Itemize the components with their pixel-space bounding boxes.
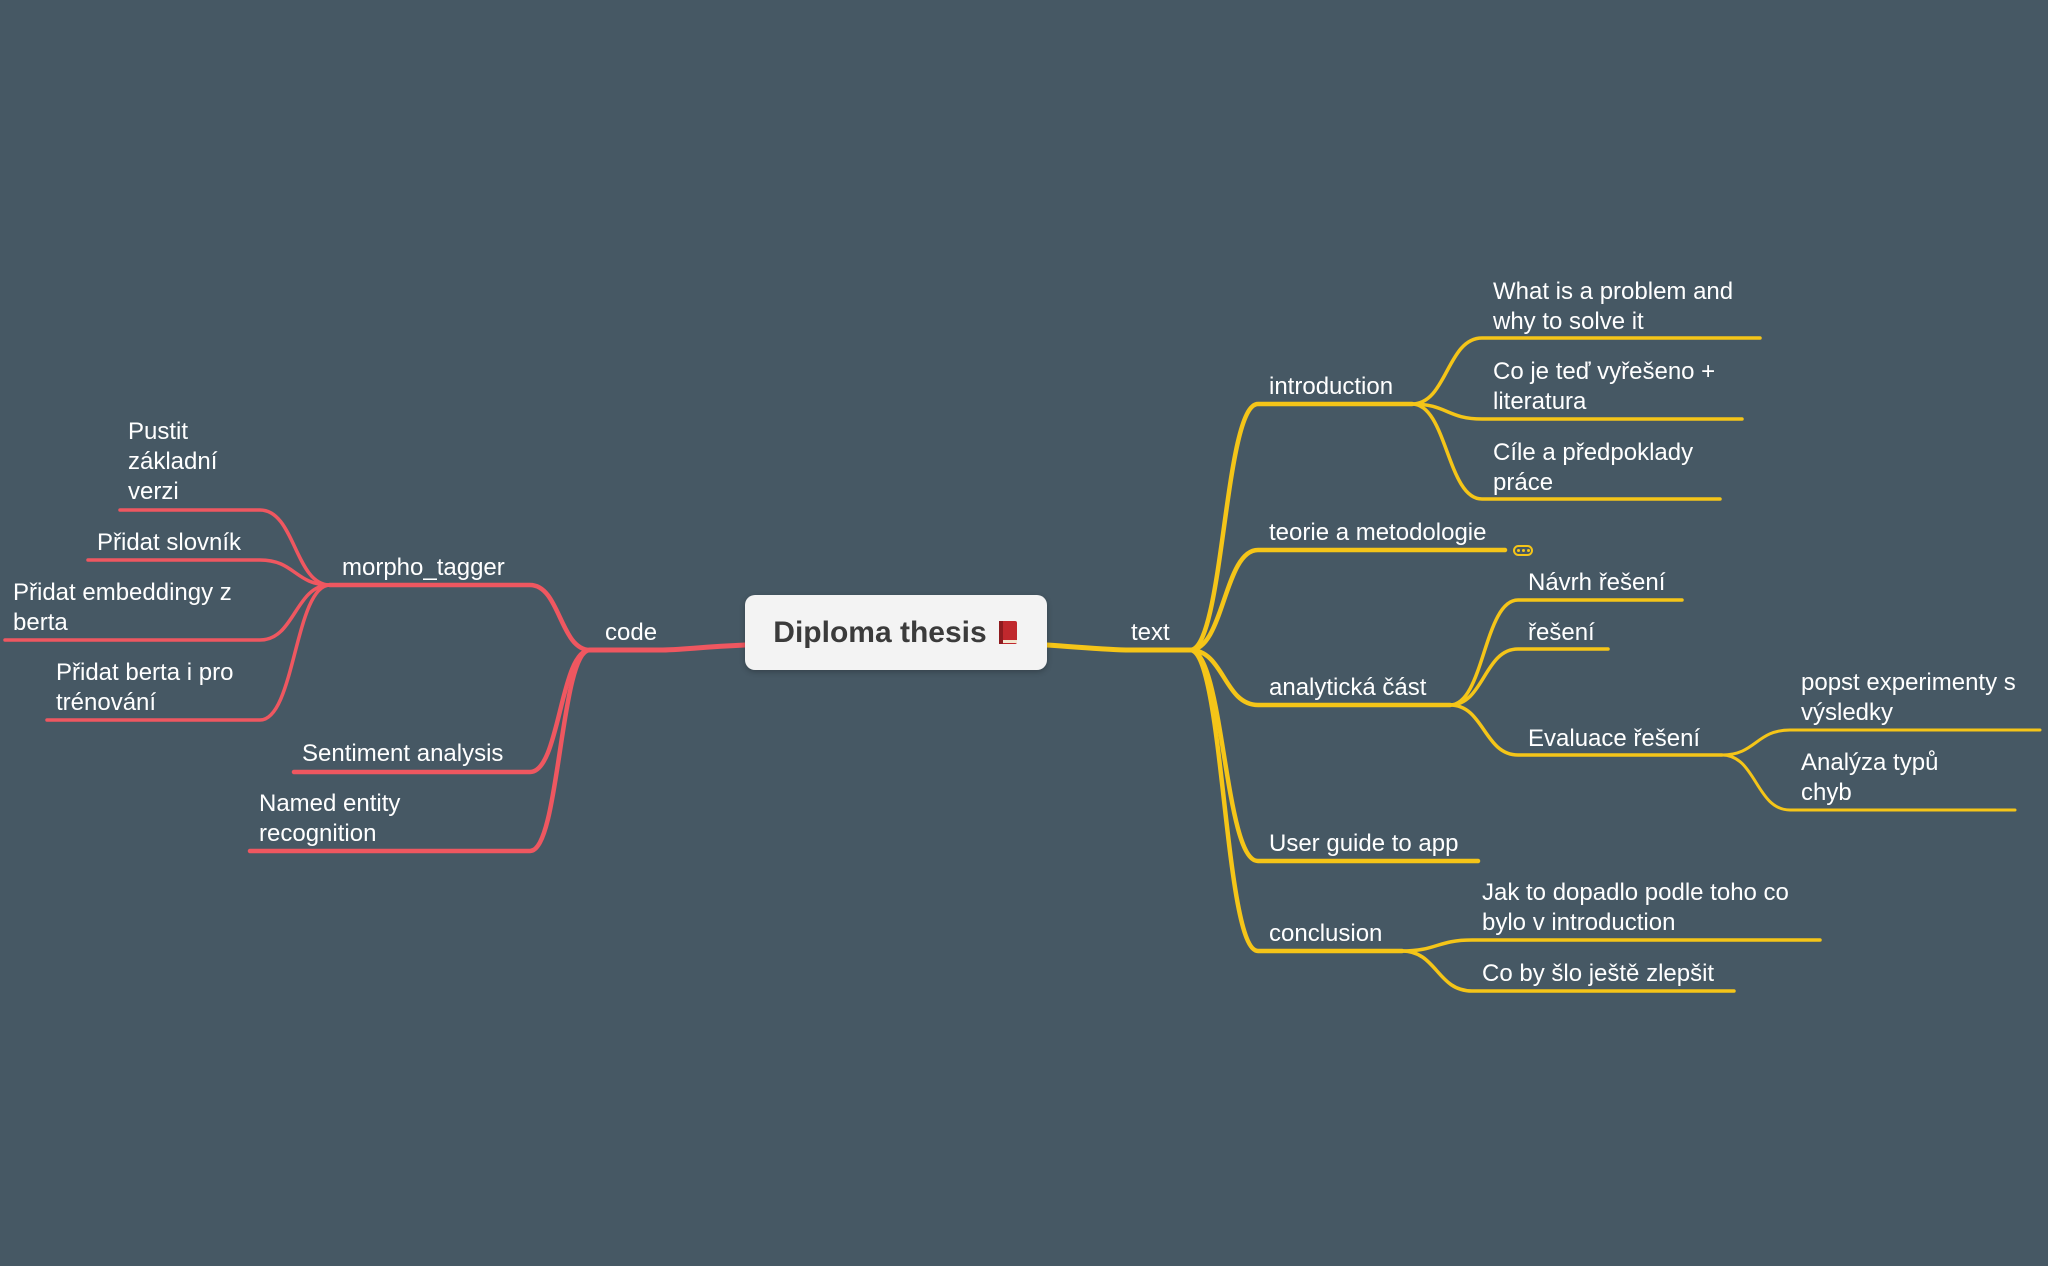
topic-teorie-a-metodologie[interactable]: teorie a metodologie bbox=[1269, 519, 1487, 546]
topic-co-by-slo-zlepsit[interactable]: Co by šlo ještě zlepšit bbox=[1482, 960, 1715, 987]
connector-text-introduction bbox=[1187, 401, 1415, 653]
root-topic[interactable]: Diploma thesis bbox=[745, 595, 1047, 670]
connector-concl-jak bbox=[1400, 938, 1822, 953]
connector-text-conclusion bbox=[1187, 647, 1405, 954]
topic-text[interactable]: text bbox=[1131, 619, 1170, 646]
topic-introduction[interactable]: introduction bbox=[1269, 373, 1394, 400]
closed-book-icon bbox=[997, 620, 1019, 646]
connector-morpho-pustit bbox=[118, 508, 332, 587]
connector-code-morpho bbox=[327, 582, 593, 653]
connector-morpho-embeddingy bbox=[3, 583, 332, 642]
topic-conclusion[interactable]: conclusion bbox=[1269, 920, 1383, 947]
connector-intro-problem bbox=[1410, 336, 1762, 406]
collapsed-children-indicator[interactable] bbox=[1513, 545, 1533, 556]
topic-navrh-reseni[interactable]: Návrh řešení bbox=[1528, 569, 1666, 596]
connector-analyt-evaluace bbox=[1448, 703, 1724, 757]
topic-co-je-ted-vyreseno[interactable]: Co je teď vyřešeno +literatura bbox=[1493, 358, 1716, 415]
connector-eval-analyza bbox=[1720, 753, 2017, 812]
connector-code-ner bbox=[247, 647, 593, 854]
connector-morpho-berta bbox=[45, 583, 332, 722]
root-title: Diploma thesis bbox=[773, 615, 987, 649]
connector-analyt-reseni bbox=[1448, 647, 1610, 707]
connector-intro-cile bbox=[1410, 402, 1722, 501]
topic-morpho-tagger[interactable]: morpho_tagger bbox=[342, 554, 505, 581]
topic-code[interactable]: code bbox=[605, 619, 658, 646]
connector-root-code bbox=[587, 642, 748, 653]
topic-analyticka-cast[interactable]: analytická část bbox=[1269, 674, 1427, 701]
connector-text-analyticka bbox=[1187, 647, 1453, 708]
connector-text-teorie bbox=[1187, 547, 1508, 653]
connector-root-text bbox=[1044, 642, 1193, 653]
connector-morpho-slovnik bbox=[86, 558, 332, 587]
connector-concl-zlepsit bbox=[1400, 949, 1736, 993]
topic-evaluace-reseni[interactable]: Evaluace řešení bbox=[1528, 725, 1701, 752]
topic-reseni[interactable]: řešení bbox=[1528, 619, 1595, 646]
connector-eval-popst bbox=[1720, 728, 2042, 757]
topic-sentiment-analysis[interactable]: Sentiment analysis bbox=[302, 740, 504, 767]
connector-analyt-navrh bbox=[1448, 598, 1684, 707]
connector-intro-vyreseno bbox=[1410, 402, 1744, 421]
topic-pridat-slovnik[interactable]: Přidat slovník bbox=[97, 529, 242, 556]
topic-user-guide-to-app[interactable]: User guide to app bbox=[1269, 830, 1459, 857]
